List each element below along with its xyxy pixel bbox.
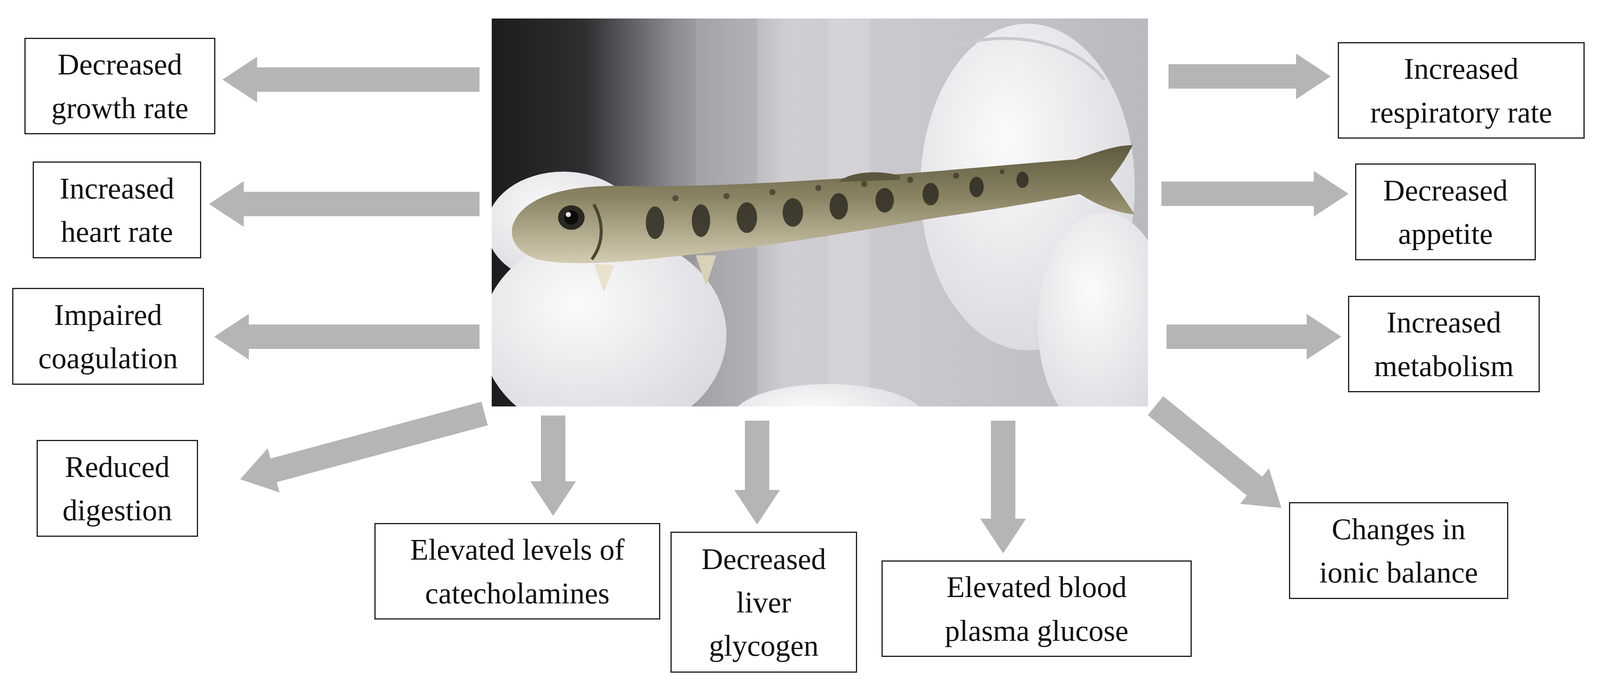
effect-box: Reduced digestion <box>36 439 199 537</box>
effect-label: Increased heart rate <box>40 166 194 254</box>
effect-label: Decreased appetite <box>1362 168 1528 256</box>
block-arrow <box>1168 53 1331 100</box>
effect-box: Increased heart rate <box>32 161 202 259</box>
effect-label: Increased respiratory rate <box>1345 46 1577 134</box>
block-arrow <box>209 181 480 227</box>
effect-label: Decreased liver glycogen <box>685 537 843 668</box>
effect-box: Decreased liver glycogen <box>670 531 858 673</box>
effect-box: Elevated blood plasma glucose <box>881 560 1192 657</box>
effect-label: Changes in ionic balance <box>1312 507 1486 594</box>
effect-box: Changes in ionic balance <box>1288 501 1509 599</box>
effect-box: Increased metabolism <box>1348 295 1540 393</box>
effect-label: Impaired coagulation <box>20 292 197 380</box>
effect-box: Elevated levels of catecholamines <box>374 522 661 620</box>
block-arrow <box>1161 170 1349 217</box>
fish <box>511 144 1135 292</box>
block-arrow <box>214 313 480 360</box>
effect-label: Decreased growth rate <box>32 42 208 130</box>
fish-photo <box>491 18 1149 407</box>
effect-box: Impaired coagulation <box>12 287 204 385</box>
glove <box>731 383 926 407</box>
effect-label: Increased metabolism <box>1355 300 1532 388</box>
block-arrow <box>234 391 491 502</box>
effect-box: Decreased appetite <box>1355 163 1536 261</box>
block-arrow <box>734 420 780 525</box>
block-arrow <box>980 420 1026 554</box>
effect-label: Reduced digestion <box>44 444 191 532</box>
effect-label: Elevated levels of catecholamines <box>382 527 653 615</box>
glove <box>1037 212 1149 407</box>
effect-box: Increased respiratory rate <box>1337 42 1585 139</box>
block-arrow <box>222 56 480 103</box>
block-arrow <box>1166 313 1342 360</box>
effect-label: Elevated blood plasma glucose <box>914 564 1159 652</box>
block-arrow <box>1140 387 1296 526</box>
effect-box: Decreased growth rate <box>24 37 216 135</box>
block-arrow <box>530 415 576 516</box>
